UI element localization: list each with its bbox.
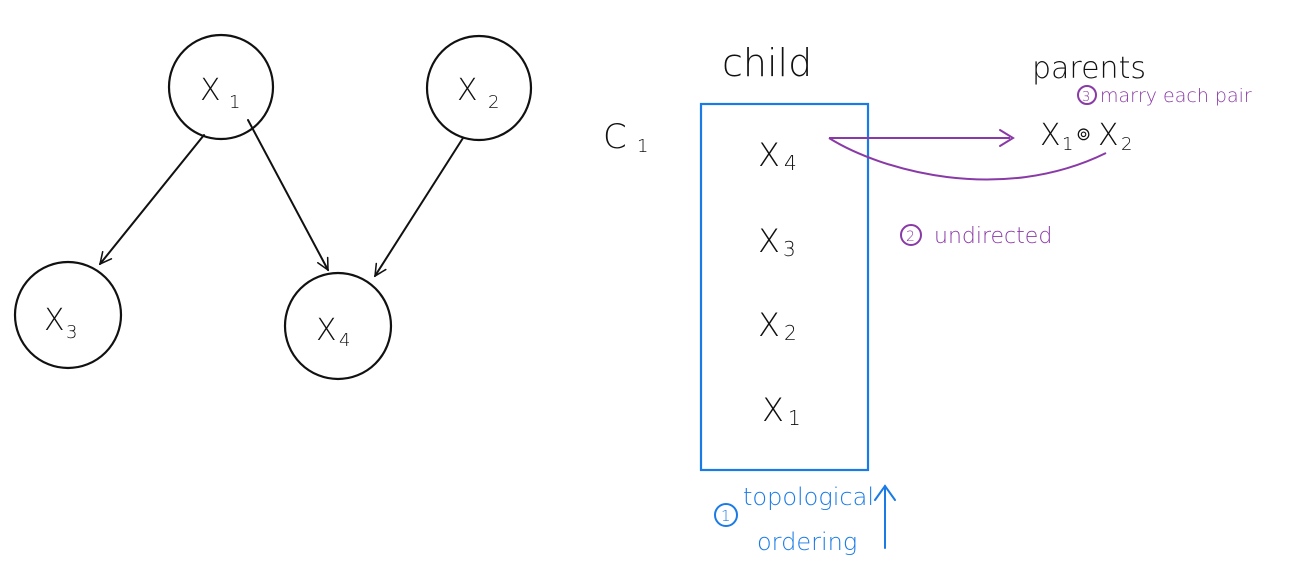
parents-header: parents: [1032, 51, 1146, 86]
parent-link-arrowhead: [999, 129, 1015, 147]
node-x3-label: X: [44, 303, 65, 338]
node-x4-sub: 4: [339, 330, 350, 351]
edge-x2-x4: [374, 137, 464, 276]
node-x4-label: X: [316, 313, 337, 348]
svg-text:3: 3: [783, 237, 796, 261]
node-x1: X 1: [167, 33, 275, 141]
step2-text: undirected: [934, 224, 1052, 249]
svg-text:X: X: [1098, 118, 1119, 153]
row-label-c: C: [603, 117, 627, 157]
annotation-step2: 2 undirected: [900, 224, 1052, 249]
svg-text:2: 2: [1121, 134, 1132, 155]
node-x2: X 2: [425, 34, 533, 142]
step1-number: 1: [721, 507, 731, 525]
svg-text:X: X: [758, 136, 780, 174]
step3-text: marry each pair: [1100, 85, 1252, 107]
svg-text:4: 4: [784, 151, 797, 175]
child-column-box: [699, 102, 870, 472]
svg-text:⊚: ⊚: [1076, 124, 1091, 145]
svg-text:X: X: [762, 391, 784, 429]
node-x4: X 4: [283, 271, 393, 381]
moralization-table: child parents C 1 X 4 X 3 X 2 X 1 X 1 ⊚ …: [603, 41, 1146, 472]
undirected-curve: [828, 137, 1107, 181]
svg-text:X: X: [1040, 118, 1061, 153]
ordering-item-x2: X 2: [758, 306, 797, 345]
step1-line1: topological: [743, 483, 874, 511]
edge-x1-x3: [100, 134, 205, 264]
ordering-item-x1: X 1: [762, 391, 801, 430]
node-x1-label: X: [200, 73, 221, 108]
ordering-item-x3: X 3: [758, 222, 796, 261]
svg-text:2: 2: [784, 321, 797, 345]
ordering-item-x4: X 4: [758, 136, 797, 175]
edge-x1-x4: [247, 119, 329, 270]
svg-text:X: X: [758, 306, 780, 344]
svg-text:1: 1: [788, 406, 801, 430]
step1-line2: ordering: [757, 528, 857, 556]
node-x3-sub: 3: [66, 322, 77, 343]
row-label-sub: 1: [637, 136, 648, 157]
node-x1-sub: 1: [229, 92, 240, 113]
annotation-step3: 3 marry each pair: [1077, 85, 1252, 107]
step2-number: 2: [906, 229, 915, 245]
node-x2-label: X: [457, 73, 478, 108]
annotation-step1: 1 topological ordering: [714, 483, 896, 556]
svg-text:1: 1: [1062, 134, 1073, 155]
step3-number: 3: [1082, 90, 1090, 105]
node-x2-sub: 2: [488, 92, 499, 113]
parents-value: X 1 ⊚ X 2: [1040, 118, 1132, 155]
child-header: child: [722, 41, 812, 85]
bayes-network: X 1 X 2 X 3 X 4: [13, 33, 533, 381]
node-x3: X 3: [13, 260, 123, 370]
up-arrow-head-icon: [874, 484, 896, 501]
svg-text:X: X: [758, 222, 780, 260]
